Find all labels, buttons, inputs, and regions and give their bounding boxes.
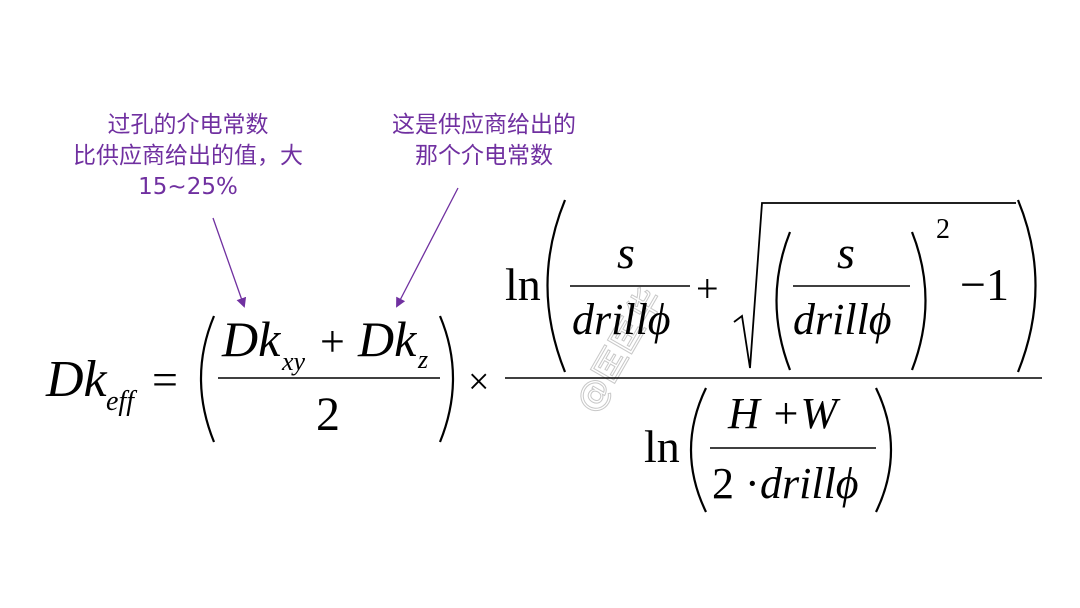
s-symbol: s bbox=[837, 227, 855, 278]
right-paren bbox=[1016, 199, 1037, 373]
annotation-line: 这是供应商给出的 bbox=[392, 112, 576, 138]
drill-phi: drillϕ bbox=[572, 295, 671, 344]
ln-denominator: ln bbox=[644, 421, 680, 472]
plus-sign: + bbox=[320, 317, 345, 366]
left-paren bbox=[689, 387, 707, 513]
via-dk-annotation: 过孔的介电常数 比供应商给出的值，大 15~25% bbox=[48, 110, 328, 203]
arrow-to-dkz bbox=[396, 187, 459, 308]
h-plus-w: H +W bbox=[727, 389, 840, 438]
plus-sign: + bbox=[696, 266, 719, 311]
times-sign: × bbox=[468, 361, 489, 403]
annotation-line: 比供应商给出的值，大 bbox=[73, 143, 303, 169]
z-subscript: z bbox=[417, 345, 428, 374]
s-symbol: s bbox=[617, 227, 635, 278]
right-paren bbox=[910, 231, 927, 371]
exponent-two: 2 bbox=[936, 214, 950, 245]
ln-numerator: ln bbox=[505, 259, 541, 310]
minus-one: −1 bbox=[960, 259, 1009, 310]
left-paren bbox=[775, 231, 792, 371]
drill-phi: drillϕ bbox=[793, 295, 892, 344]
denominator-two: 2 bbox=[316, 388, 340, 441]
dk-xy: Dk bbox=[221, 311, 281, 367]
sqrt-radical bbox=[733, 202, 1016, 369]
dk-symbol: Dk bbox=[45, 351, 108, 408]
xy-subscript: xy bbox=[281, 347, 306, 376]
annotation-line: 过孔的介电常数 bbox=[107, 112, 269, 138]
equals-sign: = bbox=[152, 354, 178, 405]
left-paren bbox=[546, 199, 567, 373]
vendor-dk-annotation: 这是供应商给出的 那个介电常数 bbox=[364, 110, 604, 172]
arrow-to-dkxy bbox=[212, 217, 247, 308]
eff-subscript: eff bbox=[106, 386, 137, 417]
drill-phi: drillϕ bbox=[760, 459, 859, 508]
two-dot: 2 · bbox=[712, 459, 760, 508]
dk-z: Dk bbox=[357, 311, 417, 367]
left-paren bbox=[199, 315, 216, 443]
annotation-line: 15~25% bbox=[138, 174, 238, 200]
right-paren bbox=[875, 387, 893, 513]
annotation-line: 那个介电常数 bbox=[415, 143, 553, 169]
right-paren bbox=[438, 315, 455, 443]
